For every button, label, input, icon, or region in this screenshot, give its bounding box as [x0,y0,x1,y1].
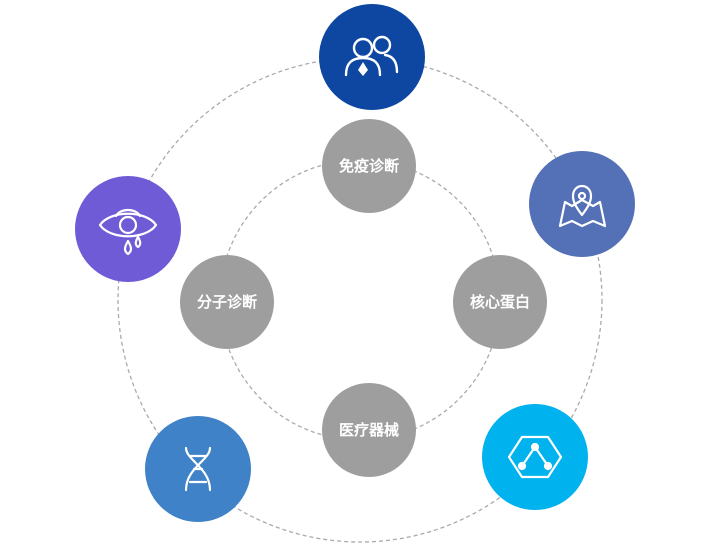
outer-dashed-ring [117,57,603,543]
inner-node-core-protein: 核心蛋白 [453,255,547,349]
inner-node-molecular-label: 分子诊断 [197,293,257,311]
outer-node-top [319,4,425,110]
outer-node-top-circle [319,4,425,110]
users-drop-icon [344,35,399,77]
eye-tears-icon [98,208,158,256]
outer-node-left-circle [75,176,181,282]
inner-node-molecular-circle [180,255,274,349]
outer-node-right [529,151,635,257]
inner-node-core-protein-label: 核心蛋白 [470,293,530,311]
outer-node-bottom-right [482,404,588,510]
inner-node-immuno: 免疫诊断 [322,119,416,213]
map-pin-icon [558,184,607,228]
outer-node-right-circle [529,151,635,257]
inner-node-medical-device: 医疗器械 [322,383,416,477]
inner-node-immuno-label: 免疫诊断 [339,157,399,175]
outer-node-bottom-left [145,416,251,522]
inner-node-medical-device-circle [322,383,416,477]
network-hexagon-icon [507,435,563,479]
inner-node-core-protein-circle [453,255,547,349]
inner-node-immuno-circle [322,119,416,213]
outer-node-left [75,176,181,282]
dna-icon [184,446,212,492]
inner-node-medical-device-label: 医疗器械 [339,421,399,439]
outer-node-bottom-right-circle [482,404,588,510]
inner-node-molecular: 分子诊断 [180,255,274,349]
